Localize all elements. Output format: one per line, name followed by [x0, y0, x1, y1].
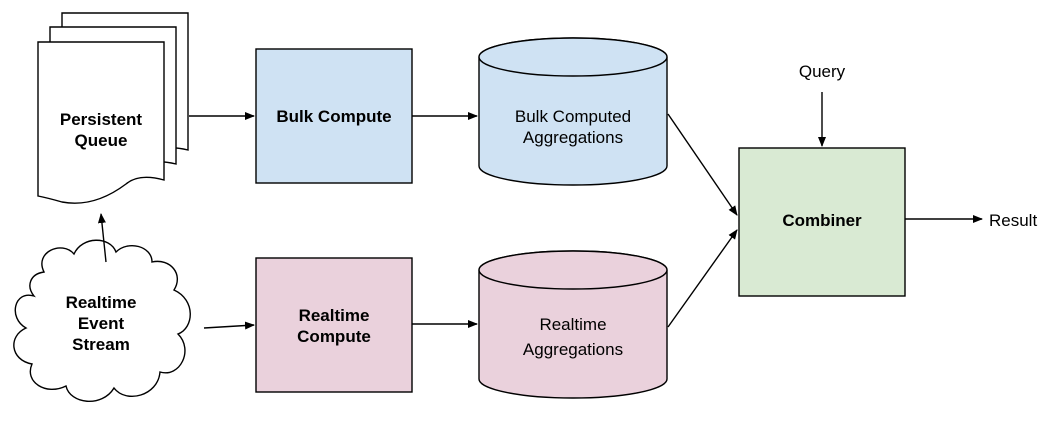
persistent-queue-label-line2: Queue	[75, 131, 128, 150]
realtime-aggregations-label-line2: Aggregations	[523, 340, 623, 359]
realtime-aggregations-label-line1: Realtime	[539, 315, 606, 334]
realtime-event-stream-label-line3: Stream	[72, 335, 130, 354]
realtime-compute-label-line2: Compute	[297, 327, 371, 346]
bulk-aggregations-cylinder-top	[478, 37, 668, 77]
edge-stream-to-realtime-compute	[203, 321, 255, 330]
combiner-box	[738, 147, 906, 297]
bulk-aggregations-label-line1: Bulk Computed	[515, 107, 631, 126]
edge-stream-to-queue	[97, 213, 107, 263]
bulk-aggregations-label-line2: Aggregations	[523, 128, 623, 147]
realtime-compute-label-line1: Realtime	[299, 306, 370, 325]
cloud-shape	[13, 239, 191, 403]
realtime-event-stream-node: Realtime Event Stream	[13, 239, 191, 403]
realtime-event-stream-label-line2: Event	[78, 314, 125, 333]
realtime-compute-box	[255, 257, 413, 393]
realtime-aggregations-node: Realtime Aggregations	[478, 250, 668, 399]
realtime-event-stream-label-line1: Realtime	[66, 293, 137, 312]
edge-bulk-aggregations-to-combiner	[667, 113, 738, 216]
realtime-compute-node: Realtime Compute	[255, 257, 413, 393]
bulk-compute-box	[255, 48, 413, 184]
edge-realtime-aggregations-to-combiner	[667, 229, 738, 328]
query-label: Query	[799, 62, 846, 81]
persistent-queue-label-line1: Persistent	[60, 110, 143, 129]
bulk-aggregations-node: Bulk Computed Aggregations	[478, 37, 668, 186]
edges	[97, 92, 983, 330]
persistent-queue-node: Persistent Queue	[37, 12, 189, 204]
bulk-compute-node: Bulk Compute	[255, 48, 413, 184]
result-label: Result	[989, 211, 1037, 230]
combiner-label: Combiner	[782, 211, 862, 230]
realtime-aggregations-cylinder-top	[478, 250, 668, 290]
combiner-node: Combiner	[738, 147, 906, 297]
bulk-compute-label: Bulk Compute	[276, 107, 391, 126]
document-sheet-front	[37, 41, 165, 204]
